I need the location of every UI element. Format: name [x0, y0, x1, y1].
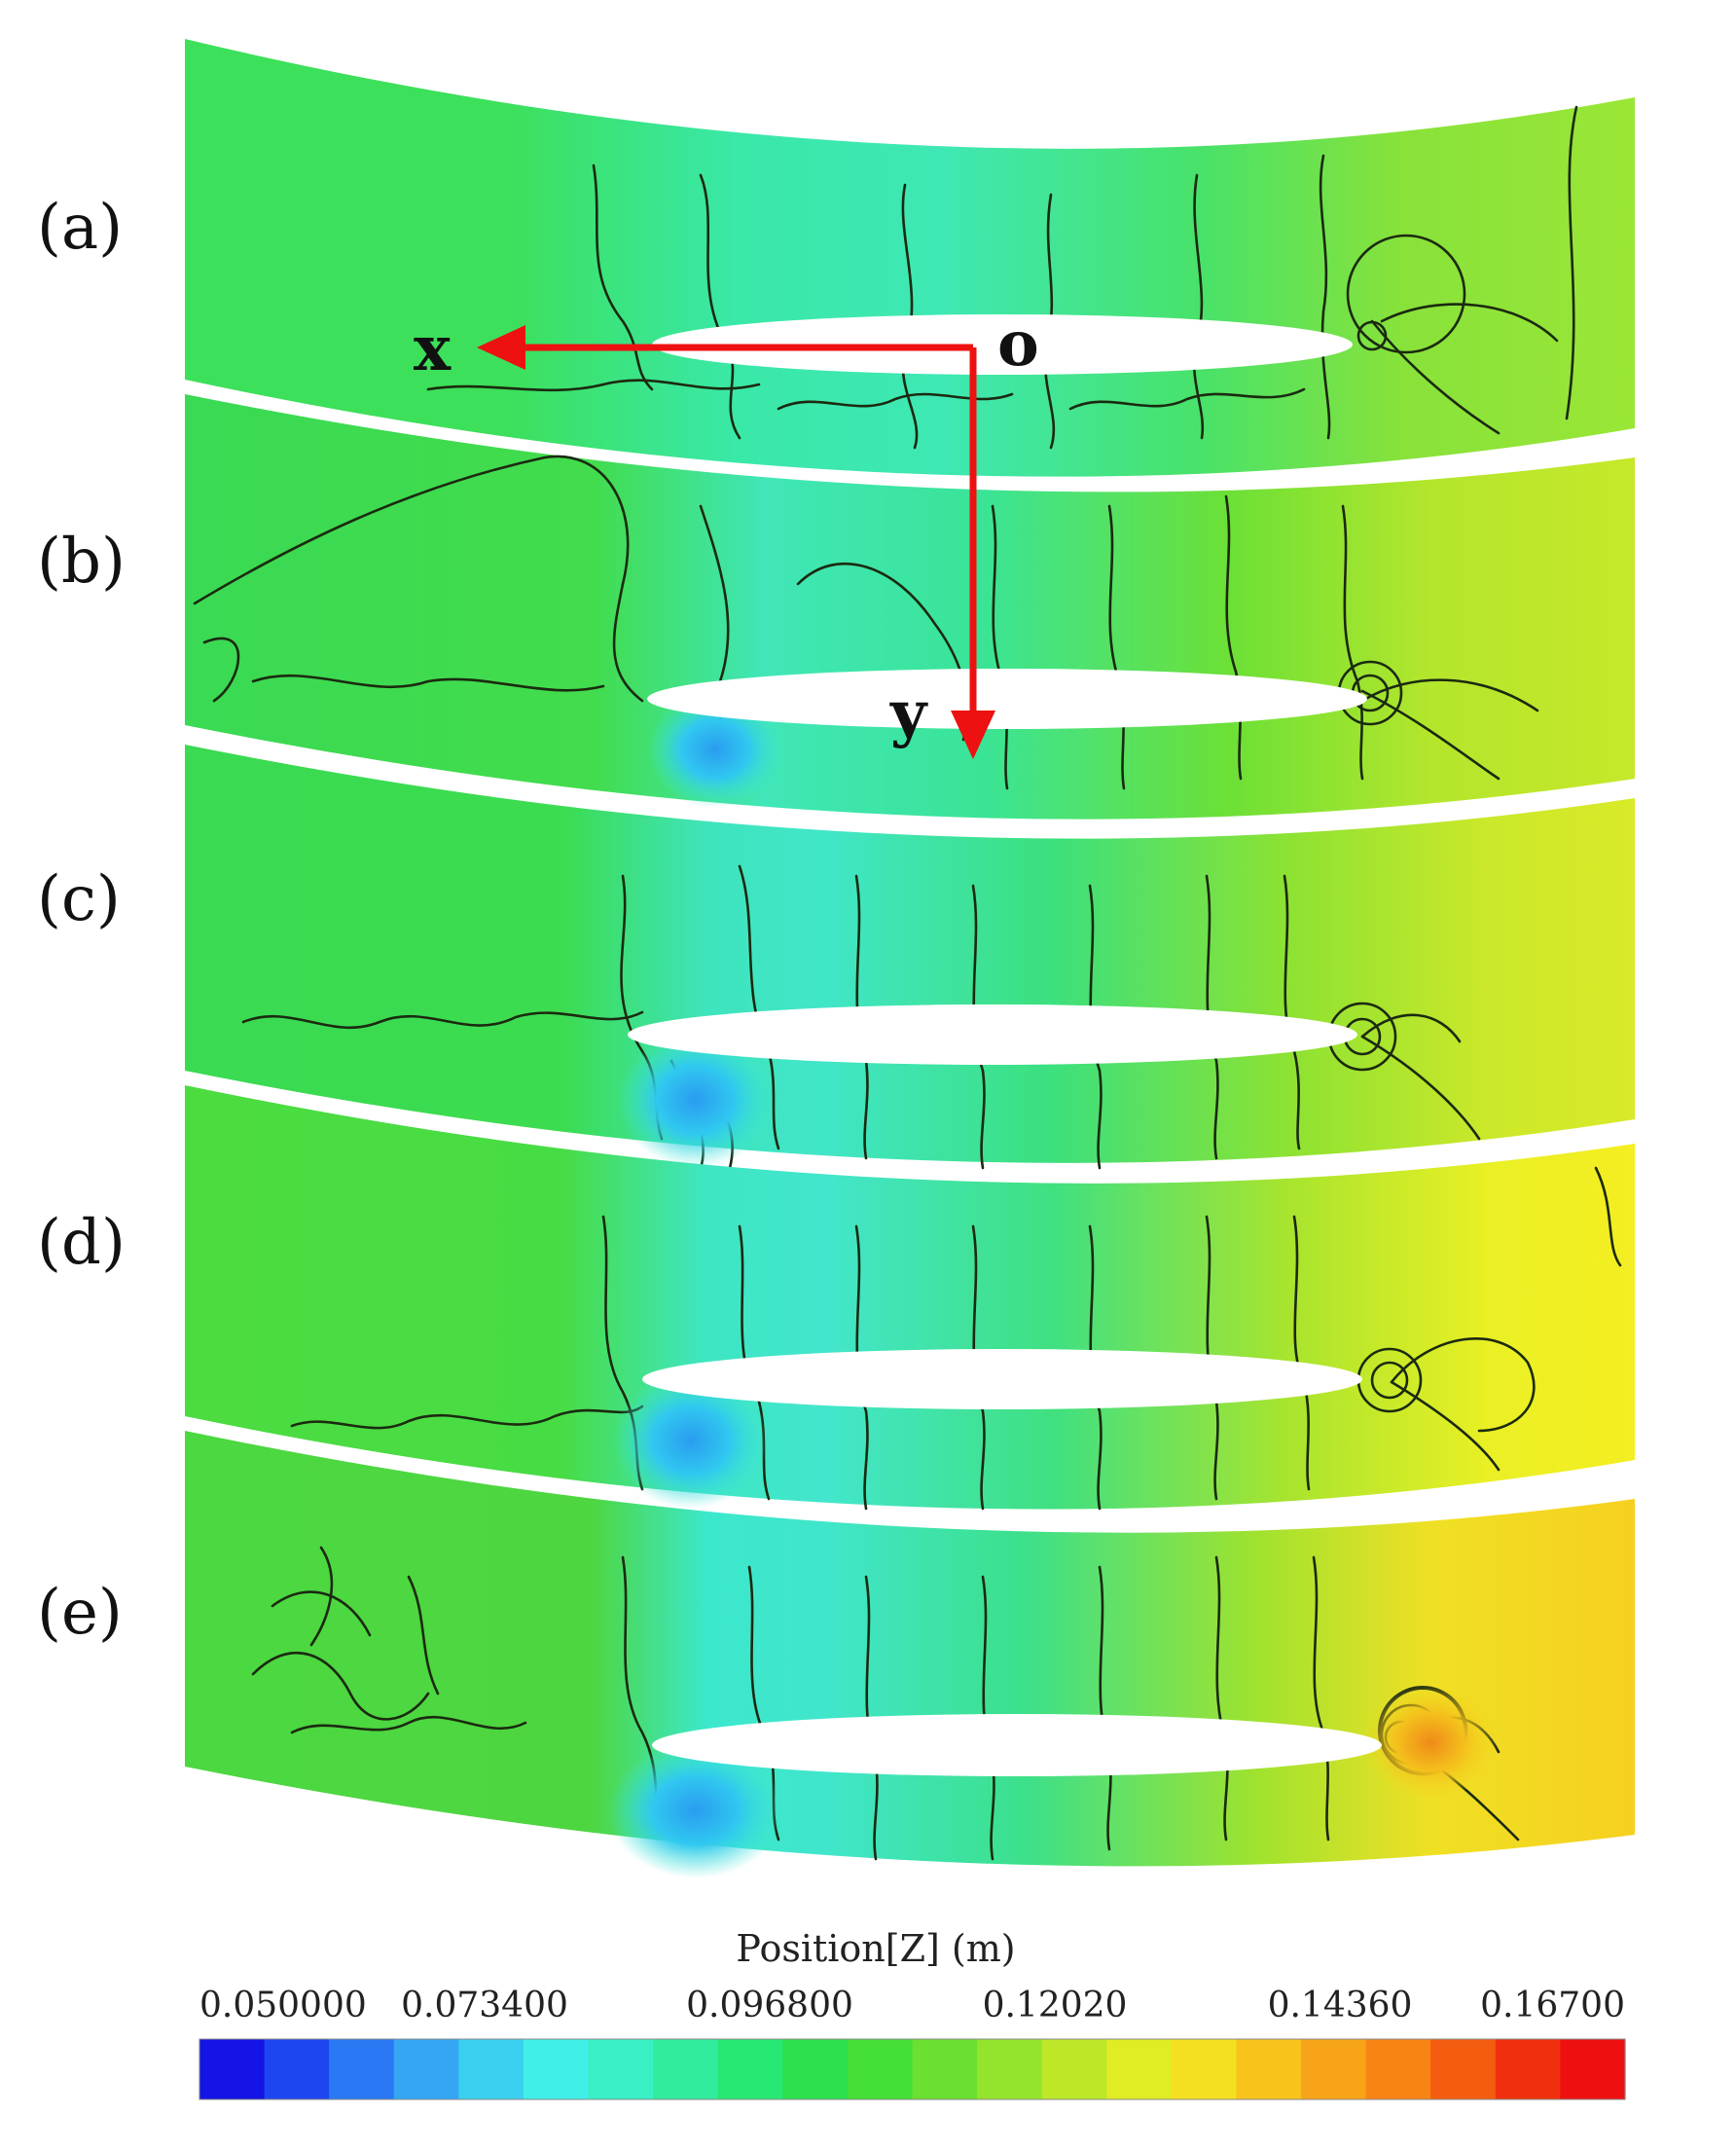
blade-b [647, 669, 1367, 729]
panel-c: (c) [37, 745, 1635, 1170]
colorbar-swatch [264, 2039, 330, 2099]
colorbar-swatch [393, 2039, 459, 2099]
colorbar-tick-label: 0.12020 [983, 1986, 1128, 2025]
low-b [647, 691, 783, 808]
colorbar-swatch [1430, 2039, 1497, 2099]
colorbar-tick-label: 0.073400 [401, 1986, 568, 2025]
panel-c-field [185, 745, 1635, 1163]
panel-d-field [185, 1085, 1635, 1510]
colorbar-swatch [977, 2039, 1043, 2099]
colorbar-swatch [1171, 2039, 1238, 2099]
coordinate-axes: o x y [414, 308, 1039, 759]
panel-a: (a) [37, 39, 1635, 477]
colorbar-swatch [199, 2039, 266, 2099]
origin-label: o [997, 308, 1039, 381]
colorbar-swatch [1560, 2039, 1626, 2099]
low-c [618, 1032, 774, 1168]
colorbar-tick-label: 0.096800 [686, 1986, 853, 2025]
colorbar-ticks: 0.050000 0.073400 0.096800 0.12020 0.14360 0.… [199, 1986, 1625, 2025]
panel-label-b: (b) [37, 526, 126, 598]
colorbar: Position[Z] (m) 0.050000 0.073400 0.096800… [199, 1927, 1626, 2100]
colorbar-swatches [199, 2039, 1626, 2099]
panel-label-a: (a) [37, 192, 123, 264]
colorbar-swatch [588, 2039, 654, 2099]
panel-label-d: (d) [37, 1207, 126, 1279]
colorbar-swatch [1495, 2039, 1562, 2099]
colorbar-tick-label: 0.14360 [1268, 1986, 1413, 2025]
colorbar-swatch [329, 2039, 395, 2099]
colorbar-swatch [653, 2039, 719, 2099]
colorbar-swatch [523, 2039, 590, 2099]
colorbar-title: Position[Z] (m) [736, 1927, 1015, 1970]
blade-d [642, 1349, 1362, 1409]
x-axis-arrowhead [477, 325, 525, 370]
colorbar-swatch [847, 2039, 914, 2099]
colorbar-swatch [717, 2039, 783, 2099]
colorbar-swatch [782, 2039, 849, 2099]
colorbar-tick-label: 0.16700 [1480, 1986, 1625, 2025]
colorbar-swatch [1301, 2039, 1367, 2099]
panel-b: (b) [37, 394, 1635, 820]
blade-e [652, 1714, 1382, 1776]
colorbar-swatch [1236, 2039, 1302, 2099]
colorbar-swatch [912, 2039, 978, 2099]
colorbar-swatch [1106, 2039, 1173, 2099]
y-axis-arrowhead [951, 711, 995, 759]
panel-d: (d) [37, 1085, 1635, 1511]
blade-a [652, 314, 1353, 375]
panel-label-c: (c) [37, 863, 121, 935]
low-e [608, 1742, 783, 1878]
colorbar-swatch [1365, 2039, 1431, 2099]
y-label: y [889, 677, 928, 750]
colorbar-frame [199, 2038, 1626, 2100]
x-label: x [414, 312, 452, 385]
panel-a-field [185, 39, 1635, 477]
colorbar-tick-label: 0.050000 [199, 1986, 367, 2025]
low-d [613, 1372, 769, 1509]
hot-e [1362, 1684, 1499, 1801]
panel-label-e: (e) [37, 1577, 123, 1649]
blade-c [628, 1004, 1357, 1065]
colorbar-swatch [1041, 2039, 1107, 2099]
panel-e: (e) [37, 1431, 1635, 1878]
colorbar-swatch [458, 2039, 524, 2099]
